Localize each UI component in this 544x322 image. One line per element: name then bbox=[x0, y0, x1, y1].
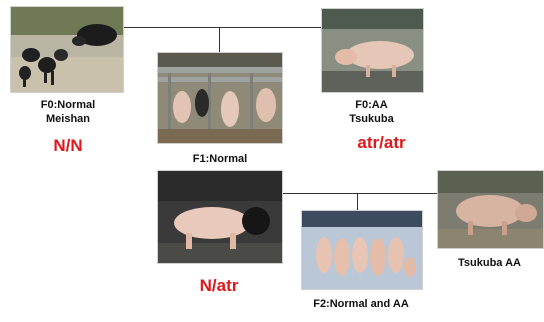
f1-cross-line bbox=[281, 193, 437, 194]
f1-to-f2-line bbox=[357, 193, 358, 210]
f0-cross-line bbox=[122, 27, 322, 28]
f0-to-f1-line bbox=[219, 27, 220, 52]
f2-generation-label: F2:Normal and AA bbox=[301, 298, 421, 311]
f2-litter-photo bbox=[301, 210, 423, 290]
meishan-breed-label: Meishan bbox=[18, 113, 118, 126]
f1-generation-label: F1:Normal bbox=[170, 153, 270, 166]
tsukuba-parent-photo bbox=[321, 8, 424, 93]
f1-genotype: N/atr bbox=[179, 276, 259, 296]
f1-adult-photo bbox=[157, 170, 283, 264]
meishan-genotype: N/N bbox=[18, 136, 118, 156]
tsukuba-parent-genotype: atr/atr bbox=[331, 133, 432, 153]
tsukuba-aa-label: Tsukuba AA bbox=[437, 257, 542, 270]
tsukuba-parent-generation-label: F0:AA bbox=[321, 99, 422, 112]
tsukuba-aa-photo bbox=[437, 170, 544, 249]
meishan-photo bbox=[10, 6, 124, 93]
tsukuba-parent-breed-label: Tsukuba bbox=[321, 113, 422, 126]
f1-litter-photo bbox=[157, 52, 283, 144]
meishan-generation-label: F0:Normal bbox=[18, 99, 118, 112]
